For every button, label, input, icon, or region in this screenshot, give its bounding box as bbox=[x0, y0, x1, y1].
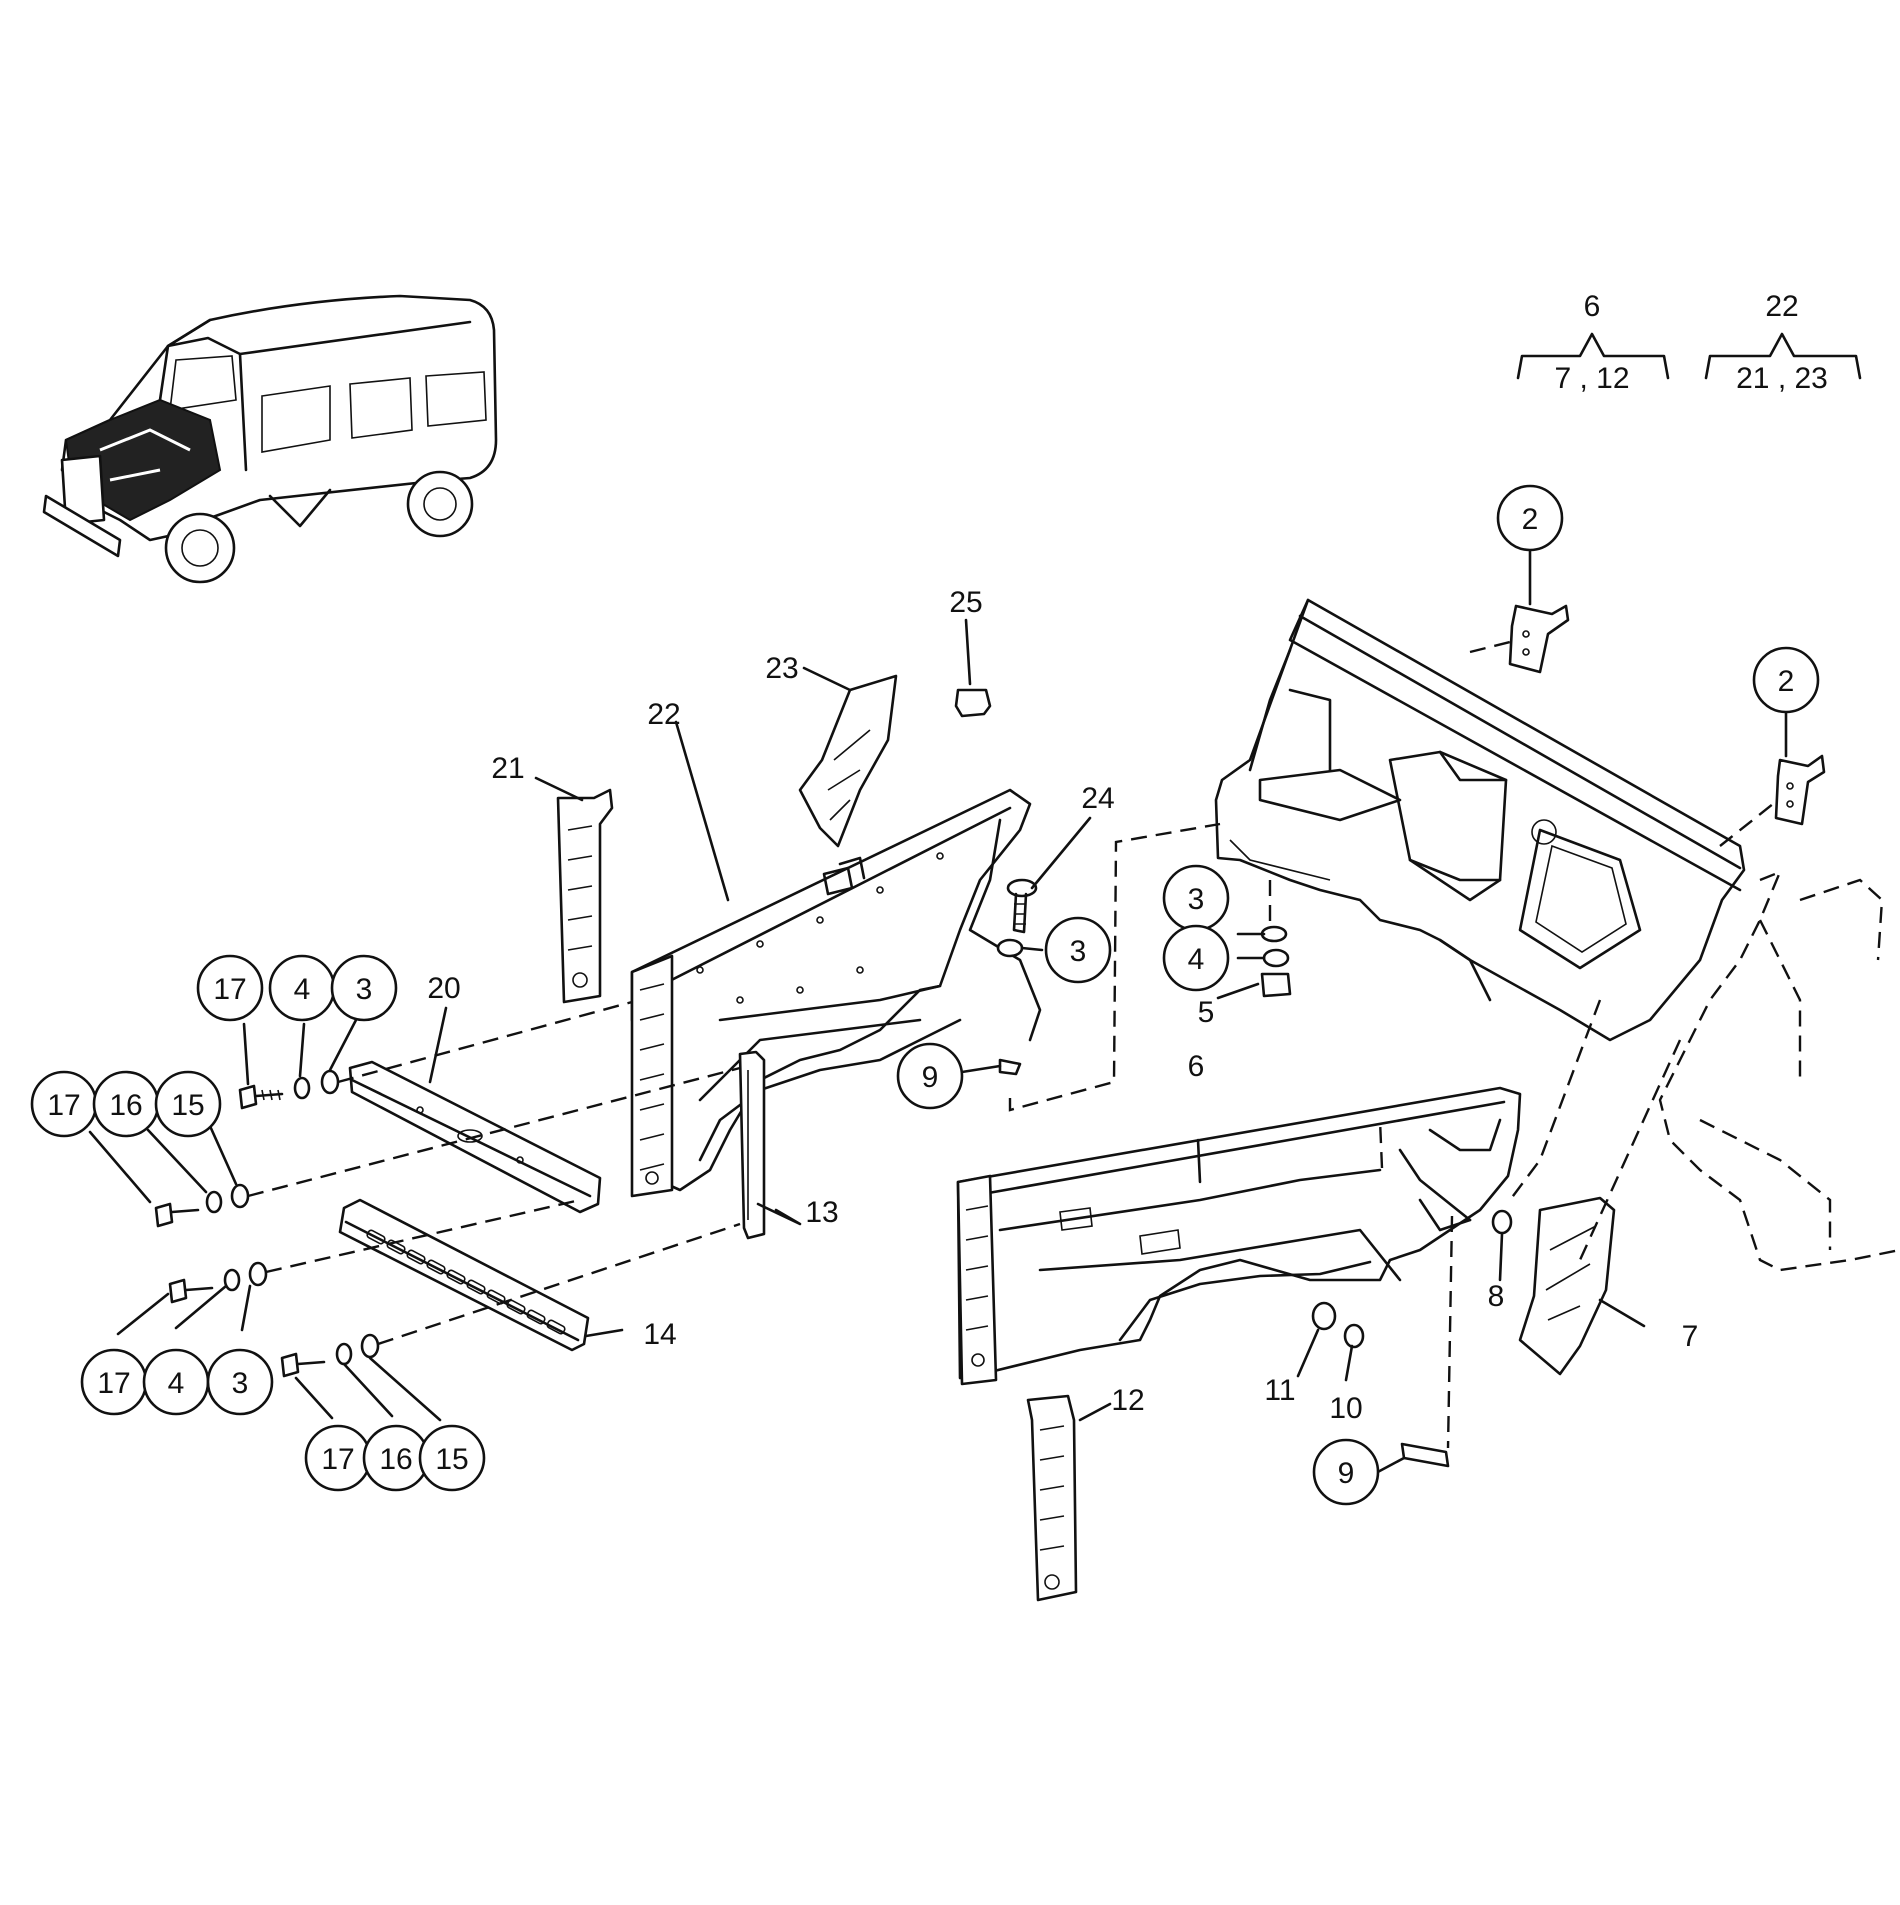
callout-4-low: 4 bbox=[168, 1367, 185, 1400]
callout-circle-4-stack bbox=[1162, 924, 1230, 992]
callout-7: 7 bbox=[1682, 1320, 1699, 1353]
callouts: 2 2 3 3 4 17 4 3 17 16 15 9 17 4 3 17 16 bbox=[30, 484, 1820, 1506]
door-outline bbox=[1658, 869, 1900, 1272]
bar-13 bbox=[738, 1050, 766, 1240]
callout-24: 24 bbox=[1081, 782, 1114, 815]
bolt-24 bbox=[996, 878, 1038, 958]
callout-12: 12 bbox=[1111, 1384, 1144, 1417]
callout-circle-15-bot bbox=[418, 1424, 486, 1492]
callout-circle-3-right bbox=[1044, 916, 1112, 984]
panel-21 bbox=[556, 788, 614, 1004]
bracket-7 bbox=[1518, 1196, 1616, 1376]
callout-2a: 2 bbox=[1522, 503, 1539, 536]
legend-parent-6: 6 bbox=[1584, 290, 1601, 323]
nut-11 bbox=[1311, 1301, 1337, 1331]
callout-9-left: 9 bbox=[922, 1061, 939, 1094]
callout-16-mid: 16 bbox=[109, 1089, 142, 1122]
callout-circle-3-top bbox=[330, 954, 398, 1022]
legend-children-6: 7 , 12 bbox=[1554, 362, 1629, 395]
washer-stack bbox=[1260, 925, 1292, 998]
nut-8 bbox=[1491, 1209, 1513, 1235]
fastener-set-mid bbox=[154, 1183, 250, 1228]
callout-3-right: 3 bbox=[1070, 935, 1087, 968]
callout-3-stack: 3 bbox=[1188, 883, 1205, 916]
legend-group-6: 6 7 , 12 bbox=[1516, 290, 1670, 395]
panel-12 bbox=[1026, 1394, 1078, 1602]
callout-3-low: 3 bbox=[232, 1367, 249, 1400]
fender-22 bbox=[630, 788, 1042, 1198]
panel-14 bbox=[338, 1198, 590, 1352]
callout-25: 25 bbox=[949, 586, 982, 619]
callout-11: 11 bbox=[1264, 1374, 1295, 1407]
fastener-set-bottom bbox=[280, 1333, 380, 1378]
leader-lines bbox=[88, 548, 1788, 1476]
legend-group-22: 22 21 , 23 bbox=[1704, 290, 1862, 395]
clip-9-right bbox=[1400, 1442, 1450, 1468]
callout-5: 5 bbox=[1198, 996, 1215, 1029]
bracket-23 bbox=[798, 674, 898, 848]
callout-circle-15-mid bbox=[154, 1070, 222, 1138]
callout-circle-9-left bbox=[896, 1042, 964, 1110]
clip-9-left bbox=[998, 1058, 1022, 1076]
callout-23: 23 bbox=[765, 652, 798, 685]
plug-25 bbox=[954, 688, 992, 718]
callout-circle-17-top bbox=[196, 954, 264, 1022]
callout-16-bot: 16 bbox=[379, 1443, 412, 1476]
callout-22: 22 bbox=[647, 698, 680, 731]
callout-3-top: 3 bbox=[356, 973, 373, 1006]
callout-13: 13 bbox=[805, 1196, 838, 1229]
callout-4-top: 4 bbox=[294, 973, 311, 1006]
callout-10: 10 bbox=[1329, 1392, 1362, 1425]
vehicle-thumbnail bbox=[42, 294, 498, 584]
bracket-2-upper bbox=[1508, 604, 1570, 674]
bracket-2-lower bbox=[1774, 754, 1826, 826]
callout-circle-3-low bbox=[206, 1348, 274, 1416]
legend-children-22: 21 , 23 bbox=[1736, 362, 1828, 395]
callout-2b: 2 bbox=[1778, 665, 1795, 698]
assembly-lines bbox=[247, 640, 1779, 1449]
callout-circle-2a bbox=[1496, 484, 1564, 552]
callout-17-top: 17 bbox=[213, 973, 246, 1006]
firewall-panel bbox=[1214, 598, 1746, 1042]
callout-21: 21 bbox=[491, 752, 524, 785]
callout-15-bot: 15 bbox=[435, 1443, 468, 1476]
callout-17-bot: 17 bbox=[321, 1443, 354, 1476]
callout-15-mid: 15 bbox=[171, 1089, 204, 1122]
washer-10 bbox=[1343, 1323, 1365, 1349]
callout-17-mid: 17 bbox=[47, 1089, 80, 1122]
callout-circle-2b bbox=[1752, 646, 1820, 714]
callout-9-right: 9 bbox=[1338, 1457, 1355, 1490]
legend-parent-22: 22 bbox=[1765, 290, 1798, 323]
callout-4-stack: 4 bbox=[1188, 943, 1205, 976]
callout-8: 8 bbox=[1488, 1280, 1505, 1313]
fastener-set-top bbox=[238, 1069, 340, 1110]
callout-20: 20 bbox=[427, 972, 460, 1005]
fastener-set-low bbox=[168, 1261, 268, 1304]
callout-circle-9-right bbox=[1312, 1438, 1380, 1506]
fender-6 bbox=[956, 1086, 1522, 1386]
callout-14: 14 bbox=[643, 1318, 676, 1351]
callout-17-low: 17 bbox=[97, 1367, 130, 1400]
callout-6: 6 bbox=[1188, 1050, 1205, 1083]
